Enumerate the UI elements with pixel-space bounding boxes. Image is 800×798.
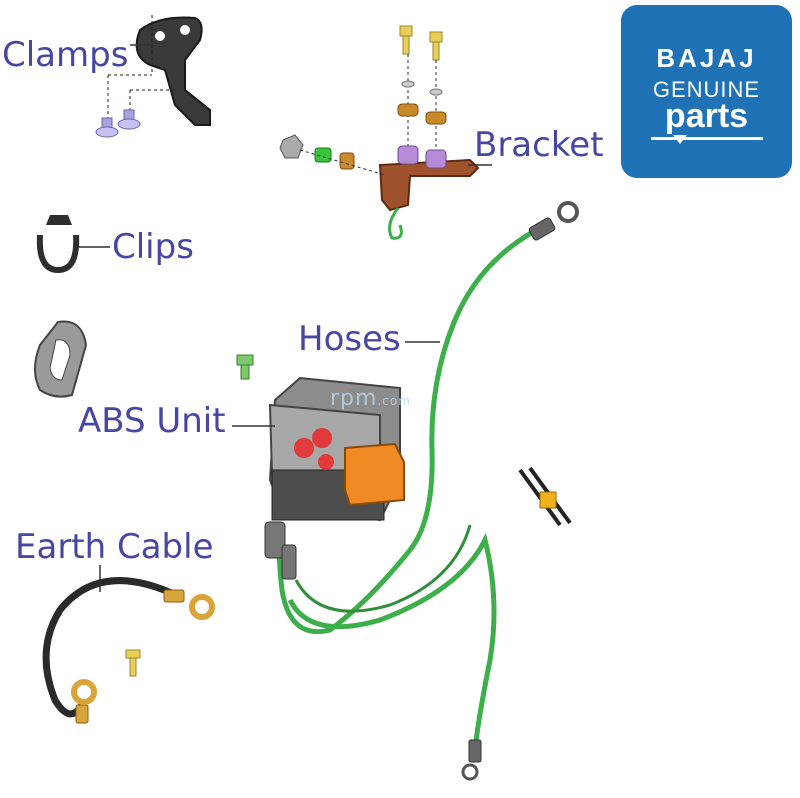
bracket-bolt-1 (399, 25, 413, 55)
clip-part (36, 215, 80, 274)
watermark: rpm.com (330, 386, 411, 411)
bracket-bushing-2 (425, 111, 447, 125)
abs-unit-label: ABS Unit (78, 401, 226, 441)
bracket-grommet (314, 147, 332, 163)
hose-holder-part (518, 466, 572, 527)
earth-cable-bolt (125, 649, 141, 677)
abs-bolt (236, 354, 254, 380)
bracket-bolt-2 (429, 31, 443, 61)
hoses-label: Hoses (298, 319, 401, 359)
watermark-suffix: .com (377, 394, 411, 408)
clips-label: Clips (112, 227, 194, 267)
clamps-label: Clamps (2, 35, 129, 75)
bracket-nut (279, 134, 304, 159)
bracket-label: Bracket (474, 125, 604, 165)
bracket-part (378, 145, 480, 240)
logo-brand: BAJAJ (656, 43, 757, 73)
bracket-spacer (339, 152, 355, 170)
logo-parts: parts (664, 97, 749, 135)
clamp-screw-1 (95, 117, 119, 138)
clamp-screw-2 (117, 109, 141, 130)
earth-cable-label: Earth Cable (15, 527, 214, 567)
bajaj-genuine-parts-logo: BAJAJ GENUINE parts (621, 5, 792, 178)
hose-banjo-bottom (461, 739, 482, 781)
hose-banjo-left (264, 521, 297, 580)
earth-cable-part (42, 577, 215, 724)
abs-unit-part (268, 376, 405, 522)
logo-underline (651, 137, 763, 140)
clamp-part (107, 15, 211, 126)
hose-main (276, 225, 542, 751)
hose-banjo-top (528, 201, 579, 241)
logo-genuine: GENUINE (652, 77, 761, 102)
watermark-main: rpm (330, 386, 378, 411)
bracket-bushing-1 (397, 103, 419, 117)
hose-clip-part (34, 320, 88, 398)
logo-tick-icon (673, 135, 687, 144)
